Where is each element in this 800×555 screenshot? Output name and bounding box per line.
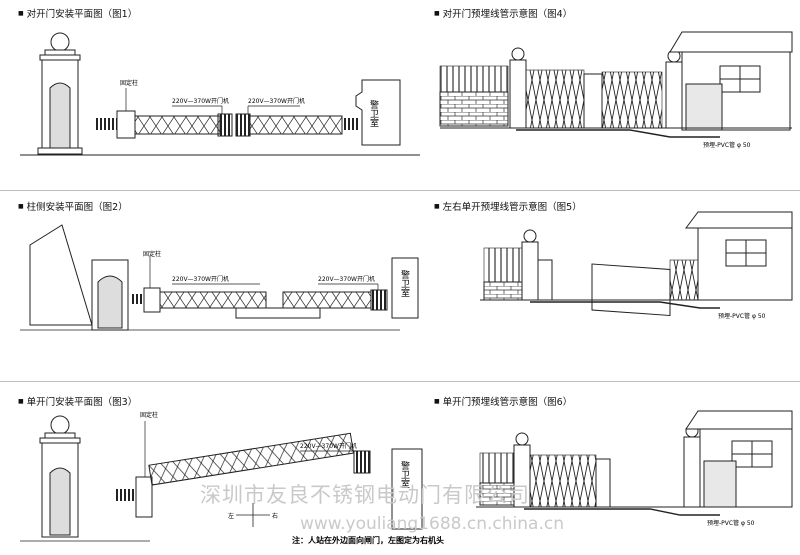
row-separator-2 bbox=[0, 381, 800, 382]
track-segment bbox=[235, 307, 321, 319]
fig3-drawing: 固定柱 220V—370W开门机 左 右 警卫室 注：人站在外边面向闸门，左图定… bbox=[20, 411, 444, 545]
bullet-icon: ■ bbox=[434, 202, 440, 210]
motor-unit-left bbox=[217, 113, 233, 137]
pvc-pipe bbox=[530, 301, 720, 309]
motor-cabinet bbox=[583, 73, 603, 129]
panel-title-fig2: ■柱侧安装平面图（图2） bbox=[18, 199, 128, 213]
label-motor-left: 220V—370W开门机 bbox=[172, 97, 229, 105]
label-left: 左 bbox=[228, 512, 234, 520]
label-fixed-post: 固定柱 bbox=[143, 250, 161, 258]
guard-house bbox=[685, 211, 793, 301]
bullet-icon: ■ bbox=[434, 397, 440, 405]
motor-unit-right bbox=[235, 113, 251, 137]
wall-fence bbox=[479, 452, 515, 484]
panel-title-text: 对开门预埋线管示意图（图4） bbox=[442, 9, 573, 20]
panel-title-fig4: ■对开门预埋线管示意图（图4） bbox=[434, 6, 572, 20]
bullet-icon: ■ bbox=[434, 9, 440, 17]
bullet-icon: ■ bbox=[18, 397, 24, 405]
gate-leaf-left bbox=[134, 115, 221, 135]
motor-cabinet bbox=[537, 259, 553, 301]
fig2-drawing: 固定柱 220V—370W开门机 220V—370W开门机 警卫室 bbox=[20, 224, 419, 331]
label-guard-room: 警卫室 bbox=[399, 460, 410, 488]
wall-fence bbox=[483, 247, 529, 283]
gate-pillar bbox=[91, 259, 129, 331]
gate-pillar bbox=[37, 32, 83, 155]
panel-title-text: 单开门预埋线管示意图（图6） bbox=[442, 397, 573, 408]
motor-unit bbox=[353, 450, 371, 474]
bullet-icon: ■ bbox=[18, 9, 24, 17]
fig6-drawing: 预埋-PVC管 φ 50 bbox=[476, 410, 793, 527]
gate-post-right bbox=[665, 49, 683, 129]
fig1-drawing: 固定柱 220V—370W开门机 220V—370W开门机 警卫室 bbox=[20, 32, 420, 156]
label-motor: 220V—370W开门机 bbox=[300, 442, 357, 450]
guard-room bbox=[355, 79, 401, 146]
guard-room bbox=[391, 448, 423, 530]
fixed-post-block bbox=[143, 287, 161, 313]
fig4-drawing: 预埋-PVC管 φ 50 bbox=[439, 31, 793, 149]
label-guard-room: 警卫室 bbox=[368, 99, 379, 127]
label-guard-room: 警卫室 bbox=[399, 269, 410, 297]
label-right: 右 bbox=[272, 512, 278, 520]
label-motor-right: 220V—370W开门机 bbox=[318, 275, 375, 283]
gate-post-left bbox=[509, 47, 527, 129]
panel-title-fig5: ■左右单开预埋线管示意图（图5） bbox=[434, 199, 582, 213]
panel-title-fig6: ■单开门预埋线管示意图（图6） bbox=[434, 394, 572, 408]
fig5-drawing: 预埋-PVC管 φ 50 bbox=[480, 211, 793, 320]
panel-title-fig1: ■对开门安装平面图（图1） bbox=[18, 6, 137, 20]
note-text: 注：人站在外边面向闸门，左图定为右机头 bbox=[292, 535, 444, 545]
bullet-icon: ■ bbox=[18, 202, 24, 210]
panel-title-text: 左右单开预埋线管示意图（图5） bbox=[442, 202, 582, 213]
retractable-gate-right bbox=[601, 71, 663, 129]
gate-pillar bbox=[39, 415, 81, 538]
label-fixed-post: 固定柱 bbox=[140, 411, 158, 419]
wall-section bbox=[29, 224, 93, 326]
label-pipe: 预埋-PVC管 φ 50 bbox=[718, 312, 766, 320]
motor-cabinet bbox=[595, 458, 611, 508]
wall-fence bbox=[439, 65, 509, 93]
label-fixed-post: 固定柱 bbox=[120, 79, 138, 87]
brick-wall bbox=[479, 482, 515, 506]
gate-leaf-right bbox=[282, 291, 372, 309]
brick-wall bbox=[439, 91, 509, 127]
row-separator-1 bbox=[0, 190, 800, 191]
pvc-pipe bbox=[524, 508, 720, 516]
label-pipe: 预埋-PVC管 φ 50 bbox=[707, 519, 755, 527]
panel-title-fig3: ■单开门安装平面图（图3） bbox=[18, 394, 137, 408]
sliding-panel bbox=[591, 263, 671, 317]
gate-leaf-left bbox=[159, 291, 267, 309]
motor-box bbox=[114, 489, 136, 501]
brick-wall bbox=[483, 281, 529, 301]
gate-leaf-right bbox=[249, 115, 343, 135]
motor-box-left bbox=[95, 118, 117, 130]
retractable-gate bbox=[525, 69, 585, 129]
fixed-post-block bbox=[116, 110, 136, 139]
gate-post-left bbox=[521, 229, 539, 301]
label-pipe: 预埋-PVC管 φ 50 bbox=[703, 141, 751, 149]
gate-post-right bbox=[683, 424, 701, 508]
pvc-pipe bbox=[516, 129, 720, 138]
fixed-post-block bbox=[135, 476, 153, 518]
retractable-gate bbox=[529, 454, 597, 508]
label-motor-left: 220V—370W开门机 bbox=[172, 275, 229, 283]
panel-title-text: 柱侧安装平面图（图2） bbox=[26, 202, 128, 213]
label-motor-right: 220V—370W开门机 bbox=[248, 97, 305, 105]
guard-house bbox=[685, 410, 793, 508]
guard-room bbox=[391, 257, 419, 319]
gate-post-left bbox=[513, 432, 531, 508]
guard-house bbox=[669, 31, 793, 131]
motor-unit-right bbox=[370, 289, 388, 311]
motor-box-right bbox=[342, 118, 358, 130]
motor-box-left bbox=[132, 294, 144, 304]
panel-title-text: 单开门安装平面图（图3） bbox=[26, 397, 138, 408]
gate-leaf bbox=[148, 432, 355, 486]
panel-title-text: 对开门安装平面图（图1） bbox=[26, 9, 138, 20]
